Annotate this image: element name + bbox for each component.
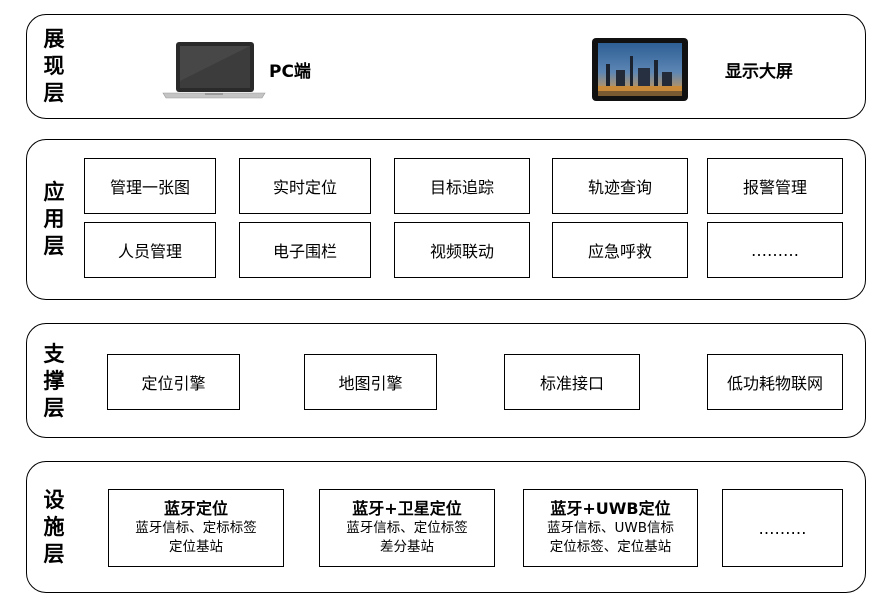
pc-label: PC端 [269,57,311,82]
support-module-box: 定位引擎 [107,354,240,410]
presentation-layer: 展 现 层 PC端 显示大屏 [26,14,866,119]
app-module-box: 人员管理 [84,222,216,278]
facility-option-title: 蓝牙+卫星定位 [352,499,461,518]
app-module-box: 报警管理 [707,158,843,214]
facility-option-detail: 蓝牙信标、UWB信标 [547,519,674,538]
facility-option-box: 蓝牙+卫星定位 蓝牙信标、定位标签 差分基站 [319,489,495,567]
app-module-box: 电子围栏 [239,222,371,278]
presentation-layer-label: 展 现 层 [39,19,69,114]
laptop-icon [161,41,267,101]
facility-option-detail: 定位基站 [169,538,223,557]
support-module-box: 标准接口 [504,354,640,410]
app-module-box: 视频联动 [394,222,530,278]
facility-option-detail: 蓝牙信标、定标标签 [135,519,257,538]
facility-more-box: ……… [722,489,843,567]
application-layer-label: 应 用 层 [39,172,69,267]
facility-option-box: 蓝牙定位 蓝牙信标、定标标签 定位基站 [108,489,284,567]
facility-layer-label: 设 施 层 [39,480,69,575]
app-module-box: 实时定位 [239,158,371,214]
large-screen-icon [592,38,688,101]
app-module-box: 应急呼救 [552,222,688,278]
facility-option-title: 蓝牙定位 [164,499,228,518]
facility-option-detail: 差分基站 [380,538,434,557]
application-layer: 应 用 层 管理一张图 实时定位 目标追踪 轨迹查询 报警管理 人员管理 电子围… [26,139,866,300]
facility-option-detail: 蓝牙信标、定位标签 [346,519,468,538]
app-module-box: 管理一张图 [84,158,216,214]
support-module-box: 低功耗物联网 [707,354,843,410]
support-layer-label: 支 撑 层 [39,334,69,429]
facility-option-detail: 定位标签、定位基站 [550,538,672,557]
app-module-more-box: ……… [707,222,843,278]
facility-layer: 设 施 层 蓝牙定位 蓝牙信标、定标标签 定位基站 蓝牙+卫星定位 蓝牙信标、定… [26,461,866,593]
app-module-box: 目标追踪 [394,158,530,214]
facility-option-box: 蓝牙+UWB定位 蓝牙信标、UWB信标 定位标签、定位基站 [523,489,698,567]
support-layer: 支 撑 层 定位引擎 地图引擎 标准接口 低功耗物联网 [26,323,866,438]
support-module-box: 地图引擎 [304,354,437,410]
facility-option-title: 蓝牙+UWB定位 [550,499,670,518]
large-screen-label: 显示大屏 [725,57,793,82]
app-module-box: 轨迹查询 [552,158,688,214]
